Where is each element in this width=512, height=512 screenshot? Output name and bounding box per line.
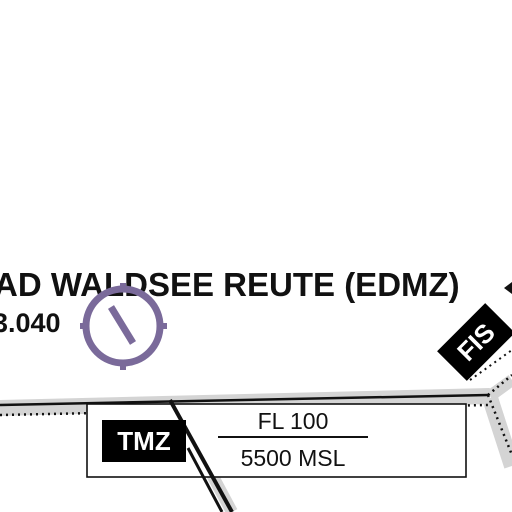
aerodrome-name: AD WALDSEE REUTE (EDMZ)	[0, 266, 460, 303]
airfield-symbol-icon	[80, 283, 167, 370]
tmz-lower-limit: 5500 MSL	[241, 445, 346, 471]
tmz-label: TMZ	[117, 426, 171, 456]
tmz-upper-limit: FL 100	[258, 408, 329, 434]
fis-badge: FIS	[437, 303, 512, 381]
arrow-marker-icon	[504, 282, 512, 294]
aerodrome-frequency: 3.040	[0, 308, 61, 338]
route-lines	[168, 399, 234, 512]
tmz-badge	[102, 420, 186, 462]
airspace-boundary-line	[0, 349, 512, 456]
